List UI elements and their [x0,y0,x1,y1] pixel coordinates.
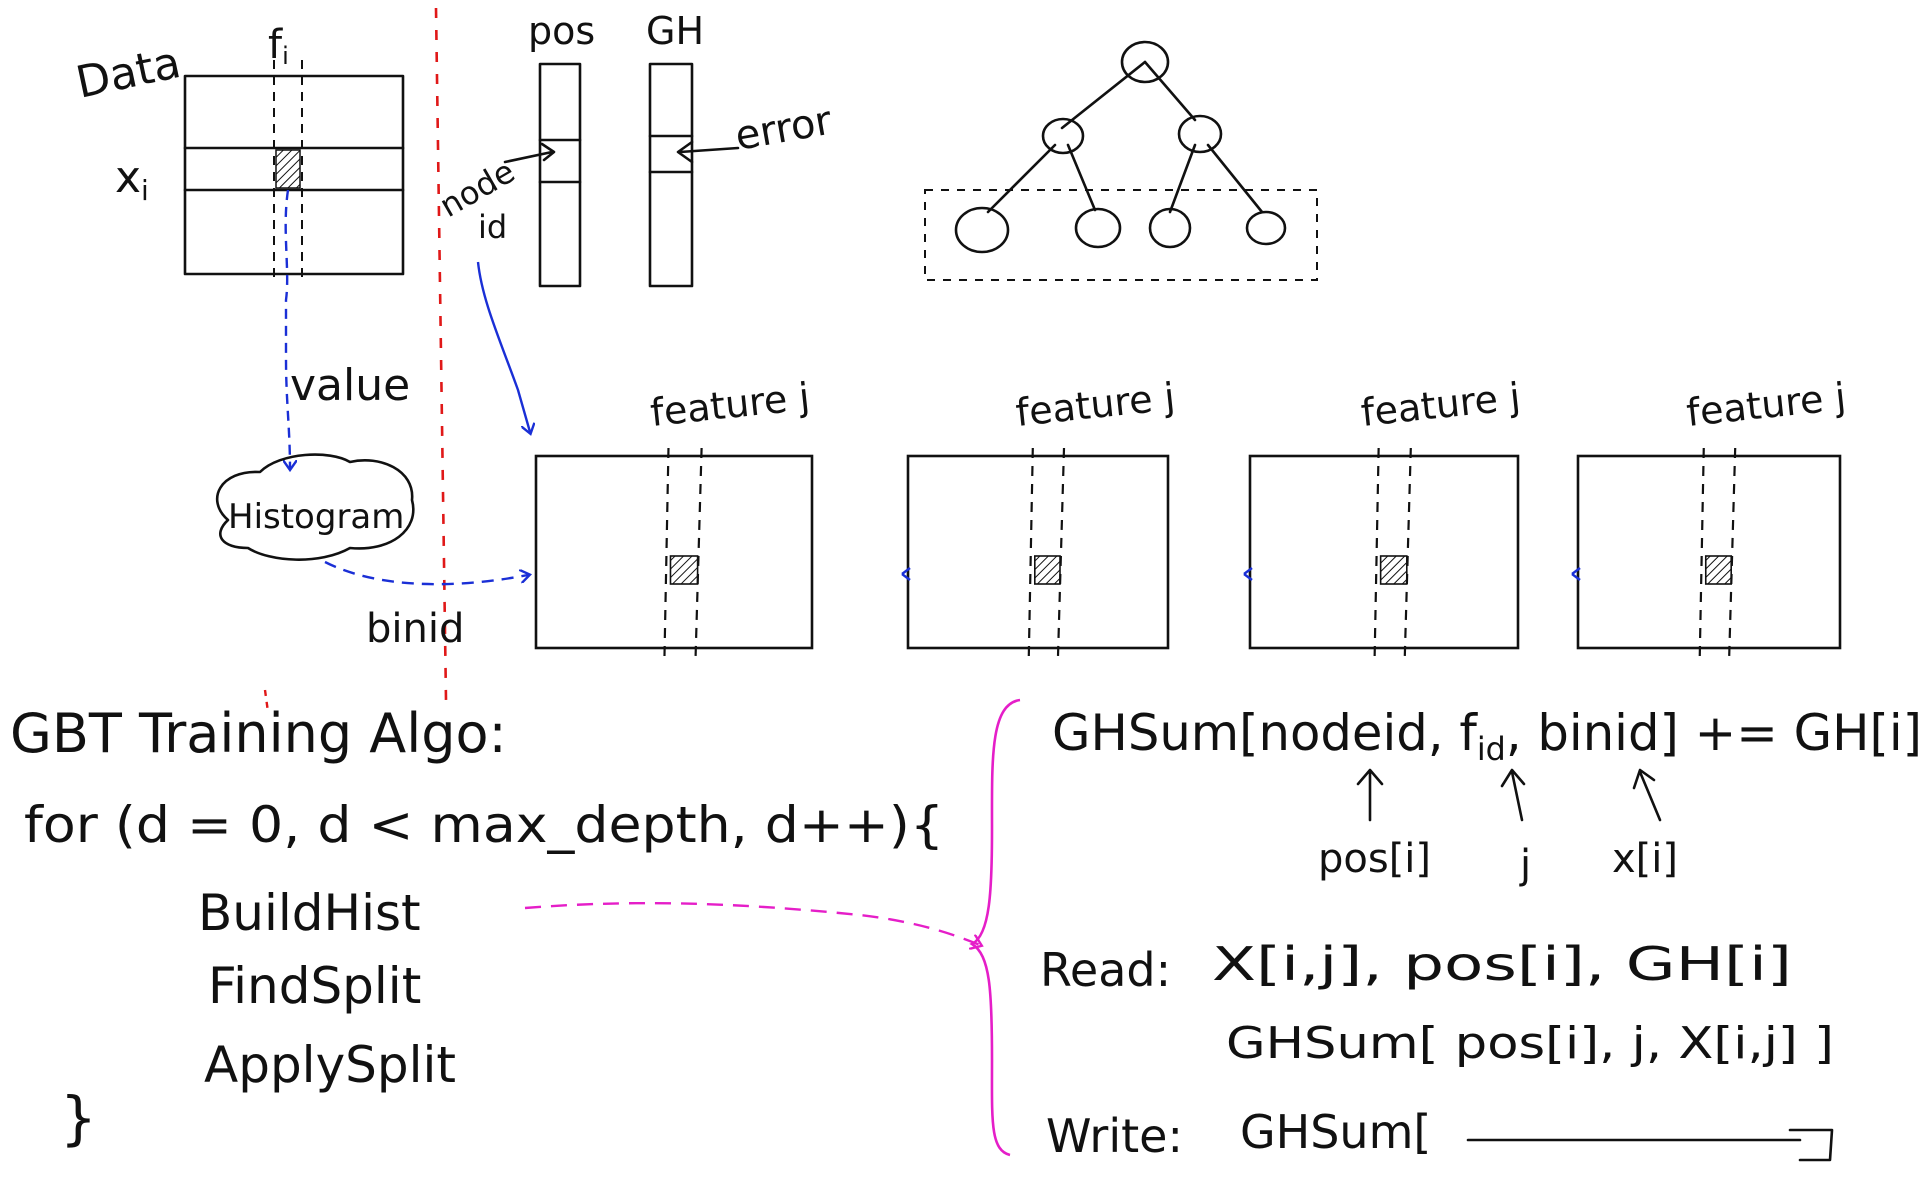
tree-node-left [1041,117,1085,155]
pos-array [538,62,582,288]
feature-column-right [1056,447,1066,657]
binid-marker [901,567,911,581]
data-title: Data [72,37,185,109]
feature-column-left [1373,447,1380,657]
data-cell-hatched [275,149,301,189]
write-close-bracket [1788,1128,1834,1162]
ghsum-detail: GHSum[nodeid, fid, binid] += GH[i] pos[i… [1040,704,1920,1163]
feature-label: feature j [1684,374,1848,434]
feature-column-right [694,447,703,657]
tree-root-node [1120,40,1170,84]
algo-step-buildhist: BuildHist [198,884,421,942]
histogram-label: Histogram [228,497,404,537]
gh-label: GH [646,9,704,53]
feature-column-left [1027,447,1034,657]
tree-node-right [1177,114,1223,154]
feature-block-4: feature j [1571,374,1848,657]
histogram-cloud [216,453,415,561]
feature-column-right [1403,447,1412,657]
annotation-x: x[i] [1612,836,1678,882]
nodeid-label-id: id [478,208,507,246]
tree-diagram [924,40,1318,281]
feature-block-frame [906,454,1170,650]
data-panel: Data fi xi [72,22,405,280]
error-label: error [732,98,836,160]
write-line: GHSum[ [1240,1105,1431,1159]
pos-label: pos [528,9,595,53]
feature-cell-hatched [1034,555,1061,585]
algo-step-applysplit: ApplySplit [204,1036,456,1094]
annotation-j: j [1519,842,1531,888]
read-line-1: X[i,j], pos[i], GH[i] [1212,937,1792,991]
feature-block-1: feature j [534,374,814,657]
row-label-x: xi [115,152,149,207]
feature-block-frame [1576,454,1842,650]
algorithm: GBT Training Algo: for (d = 0, d < max_d… [10,702,944,1152]
detail-brace [969,698,1021,1157]
read-label: Read: [1040,943,1171,997]
feature-label: feature j [1359,374,1523,434]
algo-title: GBT Training Algo: [10,702,507,765]
tree-leaf-1 [954,206,1010,254]
write-label: Write: [1046,1109,1183,1163]
feature-cell-hatched [669,555,699,585]
algo-close: } [60,1084,97,1152]
flow-arrows: value Histogram binid [216,189,530,652]
data-matrix [183,74,405,276]
tree-leaf-box [924,189,1318,281]
feature-block-3: feature j [1243,374,1523,657]
algo-step-findsplit: FindSplit [208,957,421,1015]
arrays: pos GH error node id [433,9,836,288]
feature-column-left [1698,447,1705,657]
binid-label: binid [366,606,464,652]
ghsum-formula: GHSum[nodeid, fid, binid] += GH[i] [1052,704,1920,768]
feature-column-right [1728,447,1737,657]
feature-block-frame [1248,454,1520,650]
feature-block-2: feature j [901,374,1178,657]
gh-array [648,62,694,288]
red-separator-short [263,689,270,713]
value-label: value [290,360,410,411]
red-separator [434,7,448,701]
algo-loop: for (d = 0, d < max_depth, d++){ [24,796,944,854]
feature-block-frame [534,454,814,650]
tree-leaf-4 [1245,210,1287,246]
column-label-f: fi [268,22,289,70]
feature-cell-hatched [1704,555,1733,585]
tree-leaf-3 [1148,207,1192,249]
tree-leaf-2 [1074,207,1122,249]
buildhist-arrow [524,901,980,945]
feature-label: feature j [1014,374,1178,434]
feature-label: feature j [648,374,812,434]
feature-cell-hatched [1379,555,1408,585]
annotation-pos: pos[i] [1318,836,1431,882]
feature-blocks: feature j feature j feature j feature j [534,374,1848,657]
binid-marker [1243,567,1253,581]
read-line-2: GHSum[ pos[i], j, X[i,j] ] [1226,1018,1834,1069]
feature-column-left [663,447,670,657]
binid-marker [1571,567,1581,581]
